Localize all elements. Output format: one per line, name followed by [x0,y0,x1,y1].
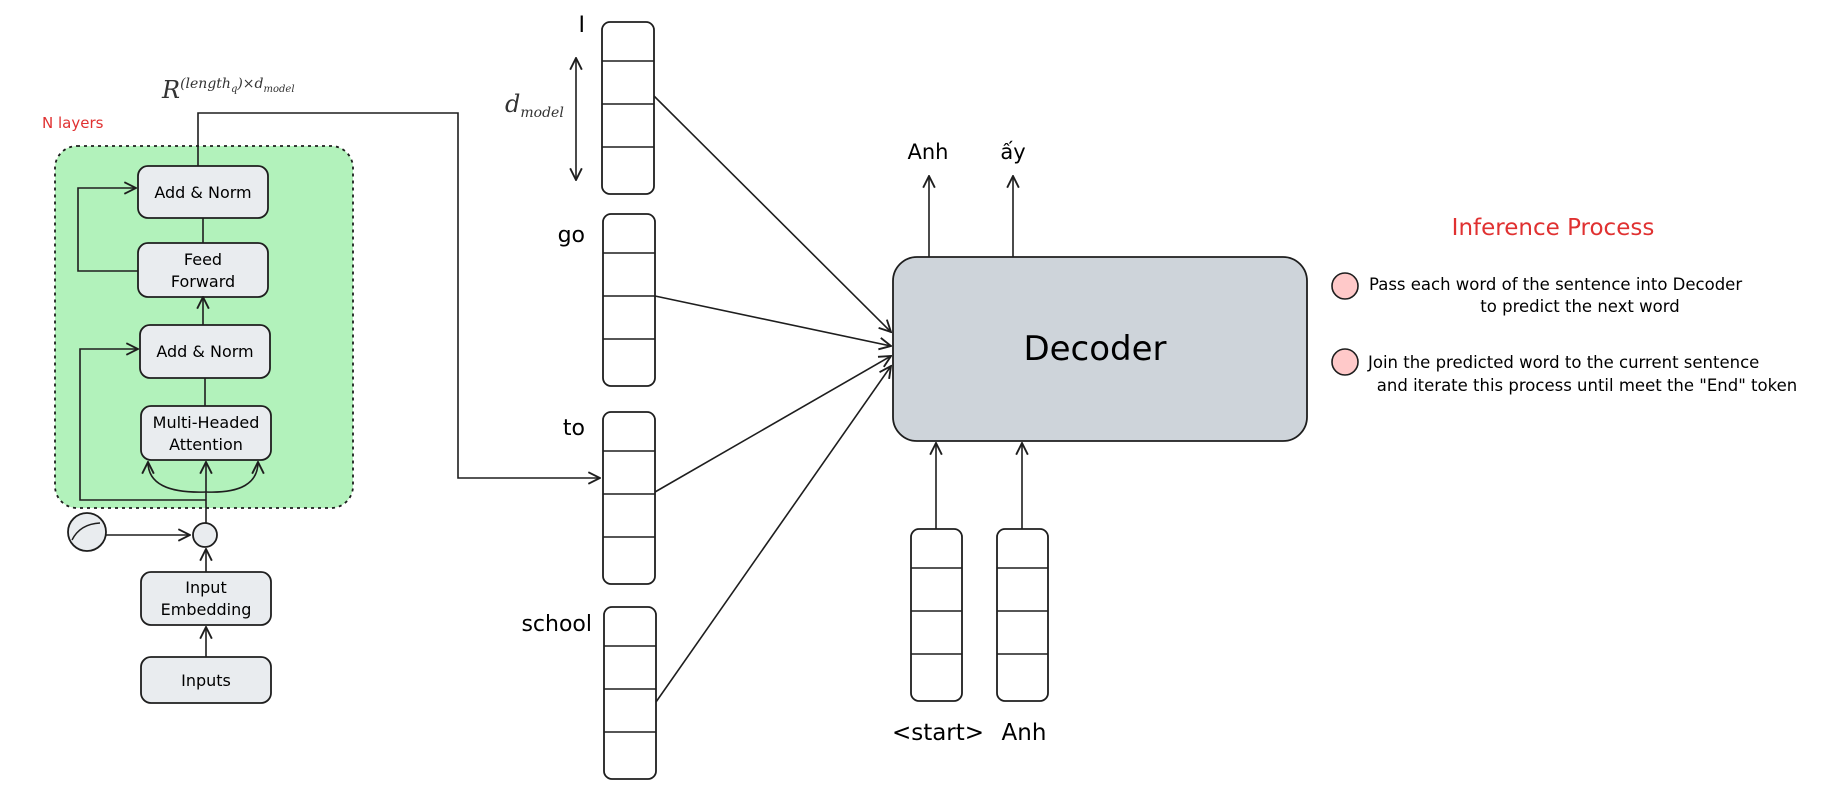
decoder-input-word-2: Anh [1002,720,1047,746]
inputs-label: Inputs [181,671,231,690]
feed-forward-block: Feed Forward [137,242,269,298]
decoder-input-vector-start [910,528,963,702]
inference-process-legend: Inference Process Pass each word of the … [1331,215,1797,395]
embedding-vector-i [601,21,655,195]
input-embedding-label-line1: Input [185,578,226,597]
input-embedding-block: Input Embedding [140,571,272,626]
embedding-vectors: dmodel I go to school [505,13,891,780]
inference-title: Inference Process [1452,215,1655,241]
word-label-i: I [579,13,586,38]
inputs-block: Inputs [140,656,272,704]
input-embedding-label-line2: Embedding [161,600,252,619]
decoder-input-word-1: <start> [892,720,984,746]
embedding-vector-to [602,411,656,585]
decoder-label: Decoder [1023,329,1166,369]
word-label-to: to [563,416,585,441]
add-norm-top-block: Add & Norm [137,165,269,219]
mha-label-line2: Attention [169,435,243,454]
positional-encoding-icon [67,512,107,552]
step-1-line1: Pass each word of the sentence into Deco… [1369,275,1742,294]
step-2-line1: Join the predicted word to the current s… [1367,353,1759,372]
embedding-vector-go [602,213,656,387]
decoder: Decoder Anh ấy <start> Anh [892,140,1308,746]
decoder-output-word-2: ấy [1000,140,1025,164]
embedding-vector-school [603,606,657,780]
word-label-go: go [558,223,585,248]
step-1-line2: to predict the next word [1480,297,1679,316]
feed-forward-label-line2: Forward [171,272,235,291]
add-norm-top-label: Add & Norm [154,183,251,202]
decoder-output-word-1: Anh [908,140,949,164]
feed-forward-label-line1: Feed [184,250,222,269]
decoder-input-vector-anh [996,528,1049,702]
mha-label-line1: Multi-Headed [153,413,260,432]
d-model-label: dmodel [505,90,564,121]
sum-node [192,522,218,548]
n-layers-label: N layers [42,114,104,132]
step-2-line2: and iterate this process until meet the … [1377,376,1797,395]
word-label-school: school [521,612,592,637]
decoder-box [892,256,1308,442]
add-norm-bottom-block: Add & Norm [139,324,271,379]
multi-headed-attention-block: Multi-Headed Attention [140,405,272,461]
encoder-stack: N layers R(lengthq)×dmodel Add & Norm Fe… [42,76,600,704]
step-1-bullet [1331,272,1359,300]
add-norm-bottom-label: Add & Norm [156,342,253,361]
step-2-bullet [1331,348,1359,376]
output-dimension-label: R(lengthq)×dmodel [161,76,295,104]
